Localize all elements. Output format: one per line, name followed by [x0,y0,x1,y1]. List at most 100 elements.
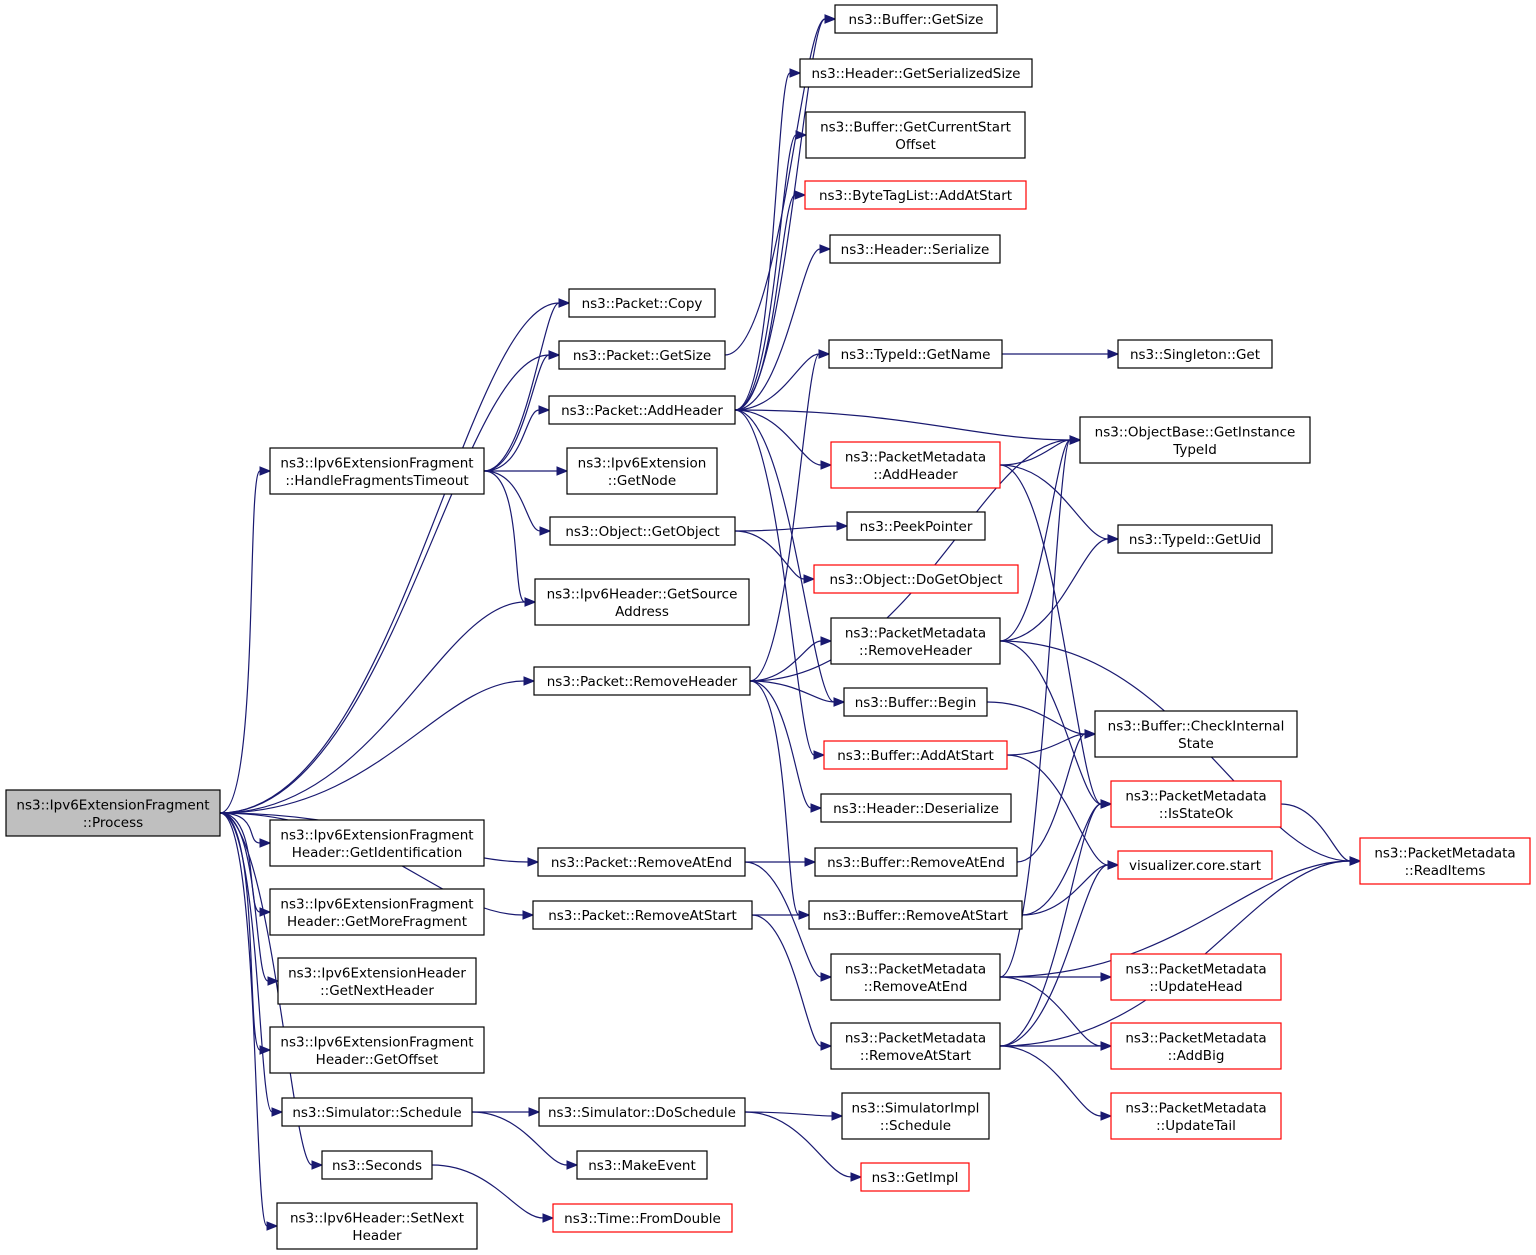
function-node-process[interactable]: ns3::Ipv6ExtensionFragment::Process [5,789,221,837]
call-edge [219,350,561,814]
function-node-premoveatend[interactable]: ns3::Packet::RemoveAtEnd [537,847,746,877]
function-node-fromdouble[interactable]: ns3::Time::FromDouble [552,1203,733,1233]
function-node-getobject[interactable]: ns3::Object::GetObject [549,516,736,546]
call-edge [483,298,571,472]
node-box [548,395,736,425]
node-label: ::Schedule [880,1118,951,1134]
function-node-pmisstateok[interactable]: ns3::PacketMetadata::IsStateOk [1110,780,1282,828]
function-node-singletonget[interactable]: ns3::Singleton::Get [1117,339,1273,369]
node-label: ns3::SimulatorImpl [852,1100,980,1116]
function-node-pmremoveatstart[interactable]: ns3::PacketMetadata::RemoveAtStart [830,1022,1001,1070]
function-node-doschedule[interactable]: ns3::Simulator::DoSchedule [538,1097,746,1127]
call-edge [752,910,811,920]
function-node-getoffset[interactable]: ns3::Ipv6ExtensionFragmentHeader::GetOff… [269,1026,485,1074]
call-edge [734,190,807,411]
call-edge [744,861,833,982]
function-nodes: ns3::Ipv6ExtensionFragment::Processns3::… [5,4,1531,1250]
function-node-simimplschedule[interactable]: ns3::SimulatorImpl::Schedule [841,1092,990,1140]
node-box [814,847,1018,877]
function-node-seconds[interactable]: ns3::Seconds [321,1150,433,1180]
call-edge [734,68,802,411]
node-label: ::GetNextHeader [320,983,434,999]
function-node-typeidgetuid[interactable]: ns3::TypeId::GetUid [1117,524,1273,554]
function-node-peekpointer[interactable]: ns3::PeekPointer [846,511,986,541]
node-box [537,847,746,877]
function-node-pmupdatetail[interactable]: ns3::PacketMetadata::UpdateTail [1110,1092,1282,1140]
function-node-btladdatstart[interactable]: ns3::ByteTagList::AddAtStart [804,180,1027,210]
function-node-pmremoveheader[interactable]: ns3::PacketMetadata::RemoveHeader [830,617,1001,665]
node-label: ns3::PacketMetadata [1125,961,1266,977]
function-node-hft[interactable]: ns3::Ipv6ExtensionFragment::HandleFragme… [269,447,485,495]
node-label: ns3::MakeEvent [588,1158,696,1174]
function-node-addheader[interactable]: ns3::Packet::AddHeader [548,395,736,425]
node-label: ::ReadItems [1405,863,1486,879]
function-node-pmreaditems[interactable]: ns3::PacketMetadata::ReadItems [1359,837,1531,885]
node-label: ::RemoveAtEnd [864,979,968,995]
function-node-getnextheader[interactable]: ns3::Ipv6ExtensionHeader::GetNextHeader [277,957,477,1005]
call-edge [744,1111,844,1121]
function-node-baddatstart[interactable]: ns3::Buffer::AddAtStart [823,740,1008,770]
function-node-hdeserialize[interactable]: ns3::Header::Deserialize [820,793,1012,823]
node-box [534,578,750,626]
node-label: ns3::Buffer::CheckInternal [1108,718,1285,734]
function-node-hserialize[interactable]: ns3::Header::Serialize [829,234,1001,264]
call-edge [999,860,1120,1047]
node-label: ns3::Buffer::GetSize [849,12,984,28]
node-label: ns3::Ipv6ExtensionFragment [280,1034,473,1050]
node-label: visualizer.core.start [1129,858,1261,874]
node-box [805,111,1026,159]
function-node-pmaddbig[interactable]: ns3::PacketMetadata::AddBig [1110,1022,1282,1070]
function-node-removeheader[interactable]: ns3::Packet::RemoveHeader [533,666,751,696]
function-node-pgetsize[interactable]: ns3::Packet::GetSize [558,340,726,370]
node-label: ns3::Packet::RemoveAtStart [548,908,737,924]
function-node-bremoveatstart[interactable]: ns3::Buffer::RemoveAtStart [808,900,1023,930]
function-node-schedule[interactable]: ns3::Simulator::Schedule [281,1097,473,1127]
node-label: ns3::Ipv6ExtensionFragment [280,827,473,843]
function-node-pmremoveatend[interactable]: ns3::PacketMetadata::RemoveAtEnd [830,953,1001,1001]
function-node-makeevent[interactable]: ns3::MakeEvent [576,1150,708,1180]
node-box [799,58,1033,88]
call-edge [999,856,1362,1047]
node-box [1117,850,1273,880]
node-label: ns3::GetImpl [872,1170,959,1186]
function-node-bbegin[interactable]: ns3::Buffer::Begin [843,687,988,717]
call-edge [999,640,1113,809]
function-node-dogetobject[interactable]: ns3::Object::DoGetObject [813,564,1019,594]
node-label: ::RemoveAtStart [860,1048,971,1064]
function-node-bremoveatend[interactable]: ns3::Buffer::RemoveAtEnd [814,847,1018,877]
function-node-vizstart[interactable]: visualizer.core.start [1117,850,1273,880]
function-node-bgetsize[interactable]: ns3::Buffer::GetSize [834,4,998,34]
node-label: ns3::Singleton::Get [1130,347,1260,363]
function-node-hgetsersize[interactable]: ns3::Header::GetSerializedSize [799,58,1033,88]
node-box [321,1150,433,1180]
node-label: ns3::Simulator::DoSchedule [548,1105,736,1121]
function-node-getmorefrag[interactable]: ns3::Ipv6ExtensionFragmentHeader::GetMor… [269,888,485,936]
node-label: ns3::Ipv6Header::SetNext [290,1210,464,1226]
call-edge [999,435,1082,466]
function-node-getnode[interactable]: ns3::Ipv6Extension::GetNode [566,447,718,495]
call-edge [1000,972,1113,982]
function-node-getimpl[interactable]: ns3::GetImpl [860,1162,970,1192]
function-node-getident[interactable]: ns3::Ipv6ExtensionFragmentHeader::GetIde… [269,819,485,867]
function-node-pmaddheader[interactable]: ns3::PacketMetadata::AddHeader [830,441,1001,489]
node-box [820,793,1012,823]
function-node-typeidgetname[interactable]: ns3::TypeId::GetName [828,339,1003,369]
node-label: ns3::Seconds [332,1158,422,1174]
node-box [269,888,485,936]
node-label: ns3::TypeId::GetName [841,347,991,363]
node-box [830,441,1001,489]
node-label: ns3::PacketMetadata [1125,1030,1266,1046]
node-label: ns3::Packet::RemoveHeader [547,674,738,690]
call-edge [734,530,816,584]
call-edge [1280,803,1362,866]
node-box [269,819,485,867]
function-node-premoveatstart[interactable]: ns3::Packet::RemoveAtStart [532,900,753,930]
function-node-copy[interactable]: ns3::Packet::Copy [568,288,716,318]
node-label: ns3::PacketMetadata [1374,845,1515,861]
function-node-pmupdatehead[interactable]: ns3::PacketMetadata::UpdateHead [1110,953,1282,1001]
